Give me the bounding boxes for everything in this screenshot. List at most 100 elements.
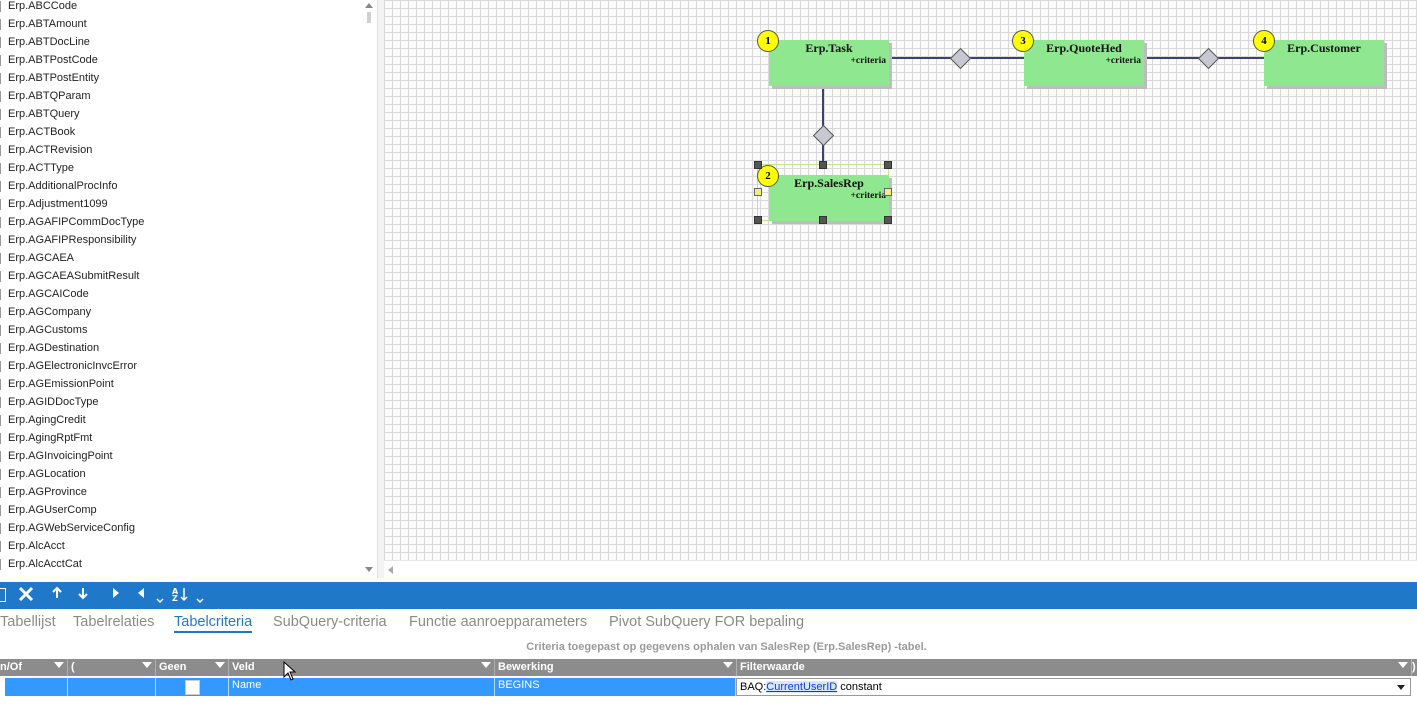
table-list-item[interactable]: Erp.ACTType [0,162,360,180]
table-list-item[interactable]: Erp.ABTDocLine [0,36,360,54]
arrow-right-icon[interactable] [110,586,122,604]
close-icon[interactable] [17,586,35,604]
cell-geen[interactable] [156,678,229,696]
table-list-item[interactable]: Erp.AdditionalProcInfo [0,180,360,198]
filter-icon[interactable] [481,662,491,668]
table-list-item[interactable]: Erp.AlcAcct [0,540,360,558]
tab-tabelcriteria[interactable]: Tabelcriteria [174,614,253,633]
filter-value-field[interactable]: BAQ:CurrentUserID constant [736,678,1411,696]
table-node-customer[interactable]: Erp.Customer [1264,40,1384,86]
arrow-down-icon[interactable] [76,586,90,604]
table-node-task[interactable]: Erp.Task +criteria [769,40,889,86]
resize-handle[interactable] [884,161,892,169]
cell-veld[interactable]: Name [229,678,495,696]
table-list-item[interactable]: Erp.ABTPostEntity [0,72,360,90]
table-list-item[interactable]: Erp.ACTBook [0,126,360,144]
column-bewerking[interactable]: Bewerking [495,659,737,676]
column-veld[interactable]: Veld [229,659,495,676]
cell-bewerking[interactable]: BEGINS [495,678,736,696]
resize-handle[interactable] [884,188,892,196]
arrow-left-dropdown-icon[interactable] [155,592,165,610]
relation-diamond[interactable] [949,47,972,70]
arrow-up-icon[interactable] [50,586,64,604]
scroll-up-icon[interactable] [365,3,373,8]
tab-tabellijst[interactable]: Tabellijst [0,614,56,630]
scroll-left-icon[interactable] [388,566,393,574]
canvas-horizontal-scrollbar[interactable] [384,560,1417,579]
resize-handle[interactable] [754,188,762,196]
table-list-item[interactable]: Erp.ABTPostCode [0,54,360,72]
tab-functie-aanroepparameters[interactable]: Functie aanroepparameters [409,614,588,630]
arrow-left-icon[interactable] [135,586,147,604]
table-list-item[interactable]: Erp.AGProvince [0,486,360,504]
table-list-item[interactable]: Erp.AGIDDocType [0,396,360,414]
table-list-item[interactable]: Erp.AGAFIPResponsibility [0,234,360,252]
panel-splitter[interactable] [377,0,384,578]
table-list-item[interactable]: Erp.ABCCode [0,0,360,18]
tab-tabelrelaties[interactable]: Tabelrelaties [73,614,155,630]
table-list-item-label: Erp.AGAFIPResponsibility [8,234,137,246]
scroll-down-icon[interactable] [365,567,373,572]
table-list-item[interactable]: Erp.ABTQParam [0,90,360,108]
table-node-salesrep[interactable]: Erp.SalesRep +criteria [769,175,889,221]
tree-connector [0,271,3,282]
column-geen[interactable]: Geen [156,659,229,676]
table-list-item[interactable]: Erp.AGCompany [0,306,360,324]
filter-icon[interactable] [142,662,152,668]
criteria-row[interactable]: Name BEGINS BAQ:CurrentUserID constant [0,678,1417,697]
table-list-item[interactable]: Erp.AgingRptFmt [0,432,360,450]
tab-pivot-subquery[interactable]: Pivot SubQuery FOR bepaling [609,614,805,630]
filter-icon[interactable] [54,662,64,668]
table-list-item[interactable]: Erp.AGCAEA [0,252,360,270]
geen-checkbox[interactable] [185,680,200,695]
table-list-item[interactable]: Erp.AGAFIPCommDocType [0,216,360,234]
resize-handle[interactable] [884,216,892,224]
tab-subquery-criteria[interactable]: SubQuery-criteria [273,614,387,630]
table-list-item[interactable]: Erp.ABTAmount [0,18,360,36]
sort-dropdown-icon[interactable] [195,592,205,610]
table-node-criteria[interactable]: +criteria [850,191,886,201]
column-close-paren[interactable]: ) [1412,659,1417,676]
filter-icon[interactable] [215,662,225,668]
filter-icon[interactable] [723,662,733,668]
query-diagram-canvas[interactable]: Erp.Task +criteria 1 Erp.QuoteHed +crite… [384,0,1417,560]
chevron-down-icon[interactable] [1397,685,1405,690]
tree-connector [0,217,3,228]
filter-value-token[interactable]: CurrentUserID [766,681,838,693]
column-filterwaarde[interactable]: Filterwaarde [737,659,1412,676]
cell-open-paren[interactable] [68,678,156,696]
table-list-item[interactable]: Erp.AGUserComp [0,504,360,522]
tree-connector [0,19,3,30]
table-list-item[interactable]: Erp.ABTQuery [0,108,360,126]
table-list-item[interactable]: Erp.Adjustment1099 [0,198,360,216]
scroll-thumb[interactable] [367,12,371,23]
relation-diamond[interactable] [1197,47,1220,70]
table-node-criteria[interactable]: +criteria [850,56,886,66]
table-list-item[interactable]: Erp.AGCAICode [0,288,360,306]
table-list-item[interactable]: Erp.AGLocation [0,468,360,486]
table-list-item[interactable]: Erp.AGDestination [0,342,360,360]
table-list-item[interactable]: Erp.AGInvoicingPoint [0,450,360,468]
table-list-item[interactable]: Erp.AGElectronicInvcError [0,360,360,378]
table-list-item[interactable]: Erp.ACTRevision [0,144,360,162]
table-node-criteria[interactable]: +criteria [1105,56,1141,66]
table-list-item[interactable]: Erp.AGWebServiceConfig [0,522,360,540]
relation-diamond[interactable] [812,124,835,147]
table-list-item[interactable]: Erp.AgingCredit [0,414,360,432]
resize-handle[interactable] [754,216,762,224]
table-list-item[interactable]: Erp.AGCAEASubmitResult [0,270,360,288]
column-and-or[interactable]: n/Of [0,659,68,676]
table-list-item[interactable]: Erp.AGEmissionPoint [0,378,360,396]
cell-and-or[interactable] [5,678,68,696]
table-list-scrollbar[interactable] [362,0,376,578]
resize-handle[interactable] [819,216,827,224]
resize-handle[interactable] [754,161,762,169]
toolbar-edge-icon[interactable] [0,588,6,602]
table-list-item[interactable]: Erp.AGCustoms [0,324,360,342]
resize-handle[interactable] [819,161,827,169]
filter-icon[interactable] [1398,662,1408,668]
table-list-item[interactable]: Erp.AlcAcctCat [0,558,360,576]
column-open-paren[interactable]: ( [68,659,156,676]
table-node-quotehed[interactable]: Erp.QuoteHed +criteria [1024,40,1144,86]
